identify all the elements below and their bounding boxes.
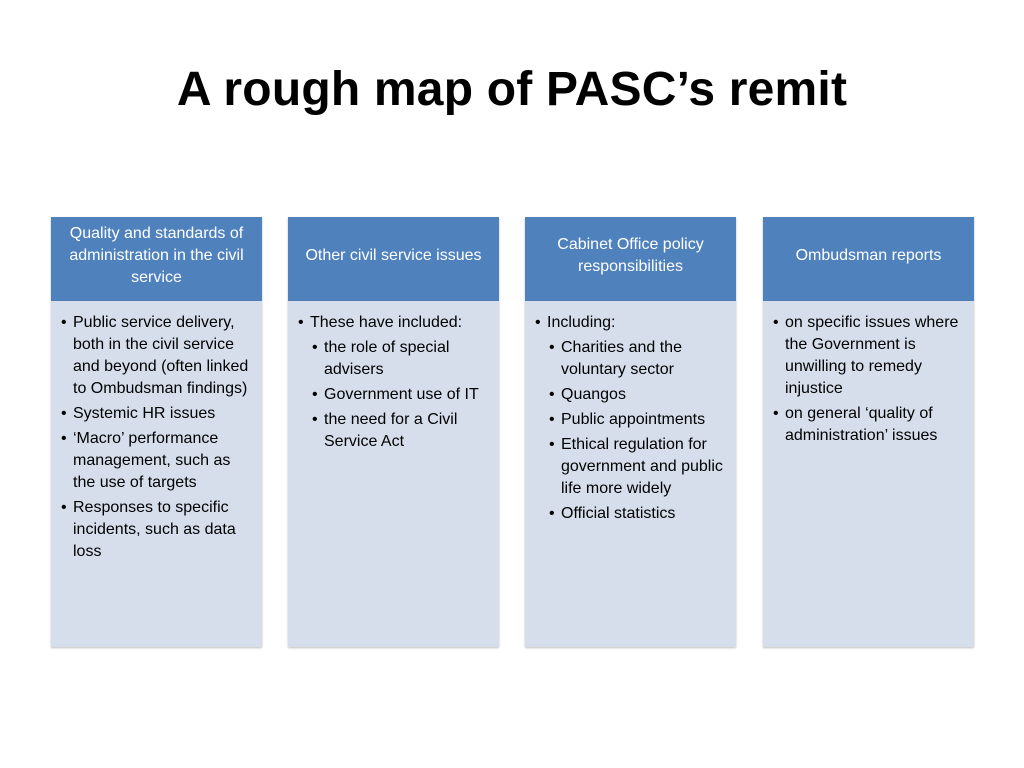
sub-bullet-item: Government use of IT (312, 384, 491, 406)
slide-title: A rough map of PASC’s remit (176, 63, 848, 116)
sub-bullet-item: the role of special advisers (312, 337, 491, 381)
sub-bullet-item: Charities and the voluntary sector (549, 337, 728, 381)
bullet-item: ‘Macro’ performance management, such as … (61, 428, 254, 494)
remit-column-civil-service-issues: Other civil service issues These have in… (288, 217, 499, 647)
sub-bullet-list: Charities and the voluntary sector Quang… (547, 337, 728, 525)
column-body: Public service delivery, both in the civ… (51, 301, 262, 647)
bullet-item: on specific issues where the Government … (773, 312, 966, 400)
sub-bullet-item: Public appointments (549, 409, 728, 431)
bullet-list: on specific issues where the Government … (773, 312, 966, 447)
sub-bullet-item: Official statistics (549, 503, 728, 525)
bullet-list: Including: Charities and the voluntary s… (535, 312, 728, 525)
sub-bullet-item: Quangos (549, 384, 728, 406)
bullet-item: on general ‘quality of administration’ i… (773, 403, 966, 447)
column-heading: Ombudsman reports (763, 217, 974, 301)
column-heading: Quality and standards of administration … (51, 217, 262, 301)
remit-column-ombudsman: Ombudsman reports on specific issues whe… (763, 217, 974, 647)
remit-column-quality-standards: Quality and standards of administration … (51, 217, 262, 647)
column-body: on specific issues where the Government … (763, 301, 974, 647)
bullet-item: Responses to specific incidents, such as… (61, 497, 254, 563)
sub-bullet-list: the role of special advisers Government … (310, 337, 491, 453)
bullet-item: Including: Charities and the voluntary s… (535, 312, 728, 525)
bullet-item: Systemic HR issues (61, 403, 254, 425)
bullet-list: Public service delivery, both in the civ… (61, 312, 254, 563)
column-body: Including: Charities and the voluntary s… (525, 301, 736, 647)
sub-bullet-item: the need for a Civil Service Act (312, 409, 491, 453)
column-heading: Other civil service issues (288, 217, 499, 301)
sub-bullet-item: Ethical regulation for government and pu… (549, 434, 728, 500)
remit-column-cabinet-office: Cabinet Office policy responsibilities I… (525, 217, 736, 647)
column-heading: Cabinet Office policy responsibilities (525, 217, 736, 301)
bullet-list: These have included: the role of special… (298, 312, 491, 453)
bullet-item: Public service delivery, both in the civ… (61, 312, 254, 400)
bullet-item: These have included: the role of special… (298, 312, 491, 453)
bullet-intro: Including: (547, 314, 616, 331)
column-body: These have included: the role of special… (288, 301, 499, 647)
bullet-intro: These have included: (310, 314, 463, 331)
